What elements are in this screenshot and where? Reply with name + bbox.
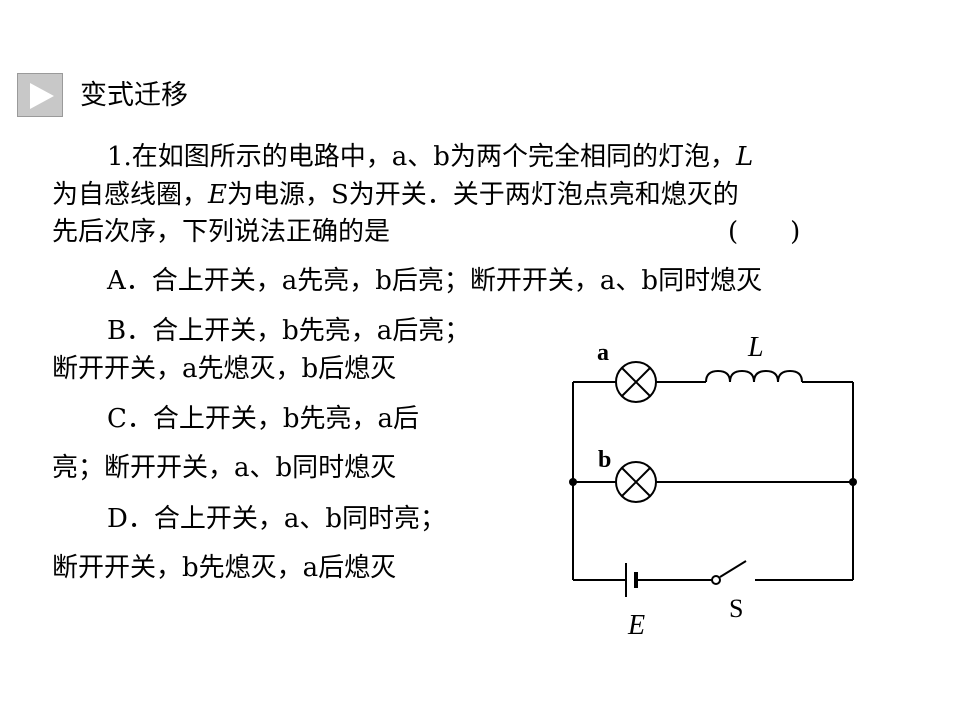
junction-right <box>849 478 857 486</box>
switch-blade <box>719 560 747 578</box>
option-d-line-1: D．合上开关，a、b同时亮； <box>107 504 446 534</box>
answer-bracket: ( ) <box>728 217 801 247</box>
label-a: a <box>597 340 609 366</box>
inductor-coil <box>705 369 803 383</box>
question-line-1: 1.在如图所示的电路中，a、b为两个完全相同的灯泡，L <box>107 140 753 174</box>
circuit-diagram: a b L E S <box>569 332 857 641</box>
question-line-2-post: 为电源，S为开关．关于两灯泡点亮和熄灭的 <box>227 180 739 210</box>
section-title: 变式迁移 <box>80 80 188 111</box>
lamp-a-cross-2 <box>621 367 651 397</box>
question-inductor-symbol: L <box>735 142 754 172</box>
question-line-1-text: 1.在如图所示的电路中，a、b为两个完全相同的灯泡， <box>107 142 736 172</box>
junction-left <box>569 478 577 486</box>
question-line-3: 先后次序，下列说法正确的是 <box>52 217 391 247</box>
label-source: E <box>627 610 645 641</box>
label-b: b <box>598 447 611 473</box>
question-line-2: 为自感线圈，E为电源，S为开关．关于两灯泡点亮和熄灭的 <box>52 178 739 212</box>
switch-contact <box>711 575 721 585</box>
option-a: A．合上开关，a先亮，b后亮；断开开关，a、b同时熄灭 <box>107 266 763 296</box>
question-source-symbol: E <box>208 180 227 210</box>
label-switch: S <box>729 594 743 623</box>
option-d-line-2: 断开开关，b先熄灭，a后熄灭 <box>52 553 397 583</box>
option-c-line-1: C．合上开关，b先亮，a后 <box>107 404 420 434</box>
lamp-b-cross-2 <box>621 467 651 497</box>
label-inductor: L <box>747 332 764 363</box>
option-b-line-1: B．合上开关，b先亮，a后亮； <box>107 316 471 346</box>
option-c-line-2: 亮；断开开关，a、b同时熄灭 <box>52 453 397 483</box>
option-b-line-2: 断开开关，a先熄灭，b后熄灭 <box>52 354 397 384</box>
play-icon[interactable] <box>17 73 63 117</box>
question-line-2-pre: 为自感线圈， <box>52 180 209 210</box>
